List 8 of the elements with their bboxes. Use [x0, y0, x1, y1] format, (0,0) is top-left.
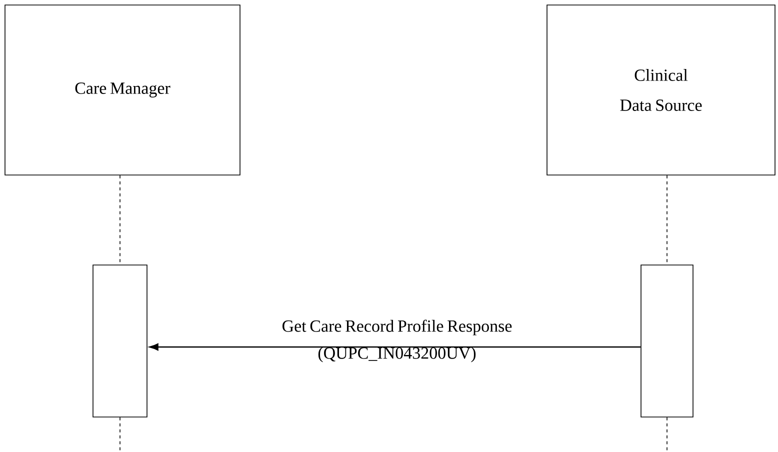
message-label: Get Care Record Profile Response (QUPC_IN043200UV)	[282, 320, 512, 362]
lifeline	[666, 175, 668, 265]
activation-bar	[640, 264, 694, 418]
message-arrow	[149, 343, 641, 351]
participant-box: Clinical Data Source	[546, 4, 776, 176]
lifeline	[666, 417, 668, 452]
participant-box: Care Manager	[4, 4, 240, 176]
activation-bar	[92, 264, 148, 418]
